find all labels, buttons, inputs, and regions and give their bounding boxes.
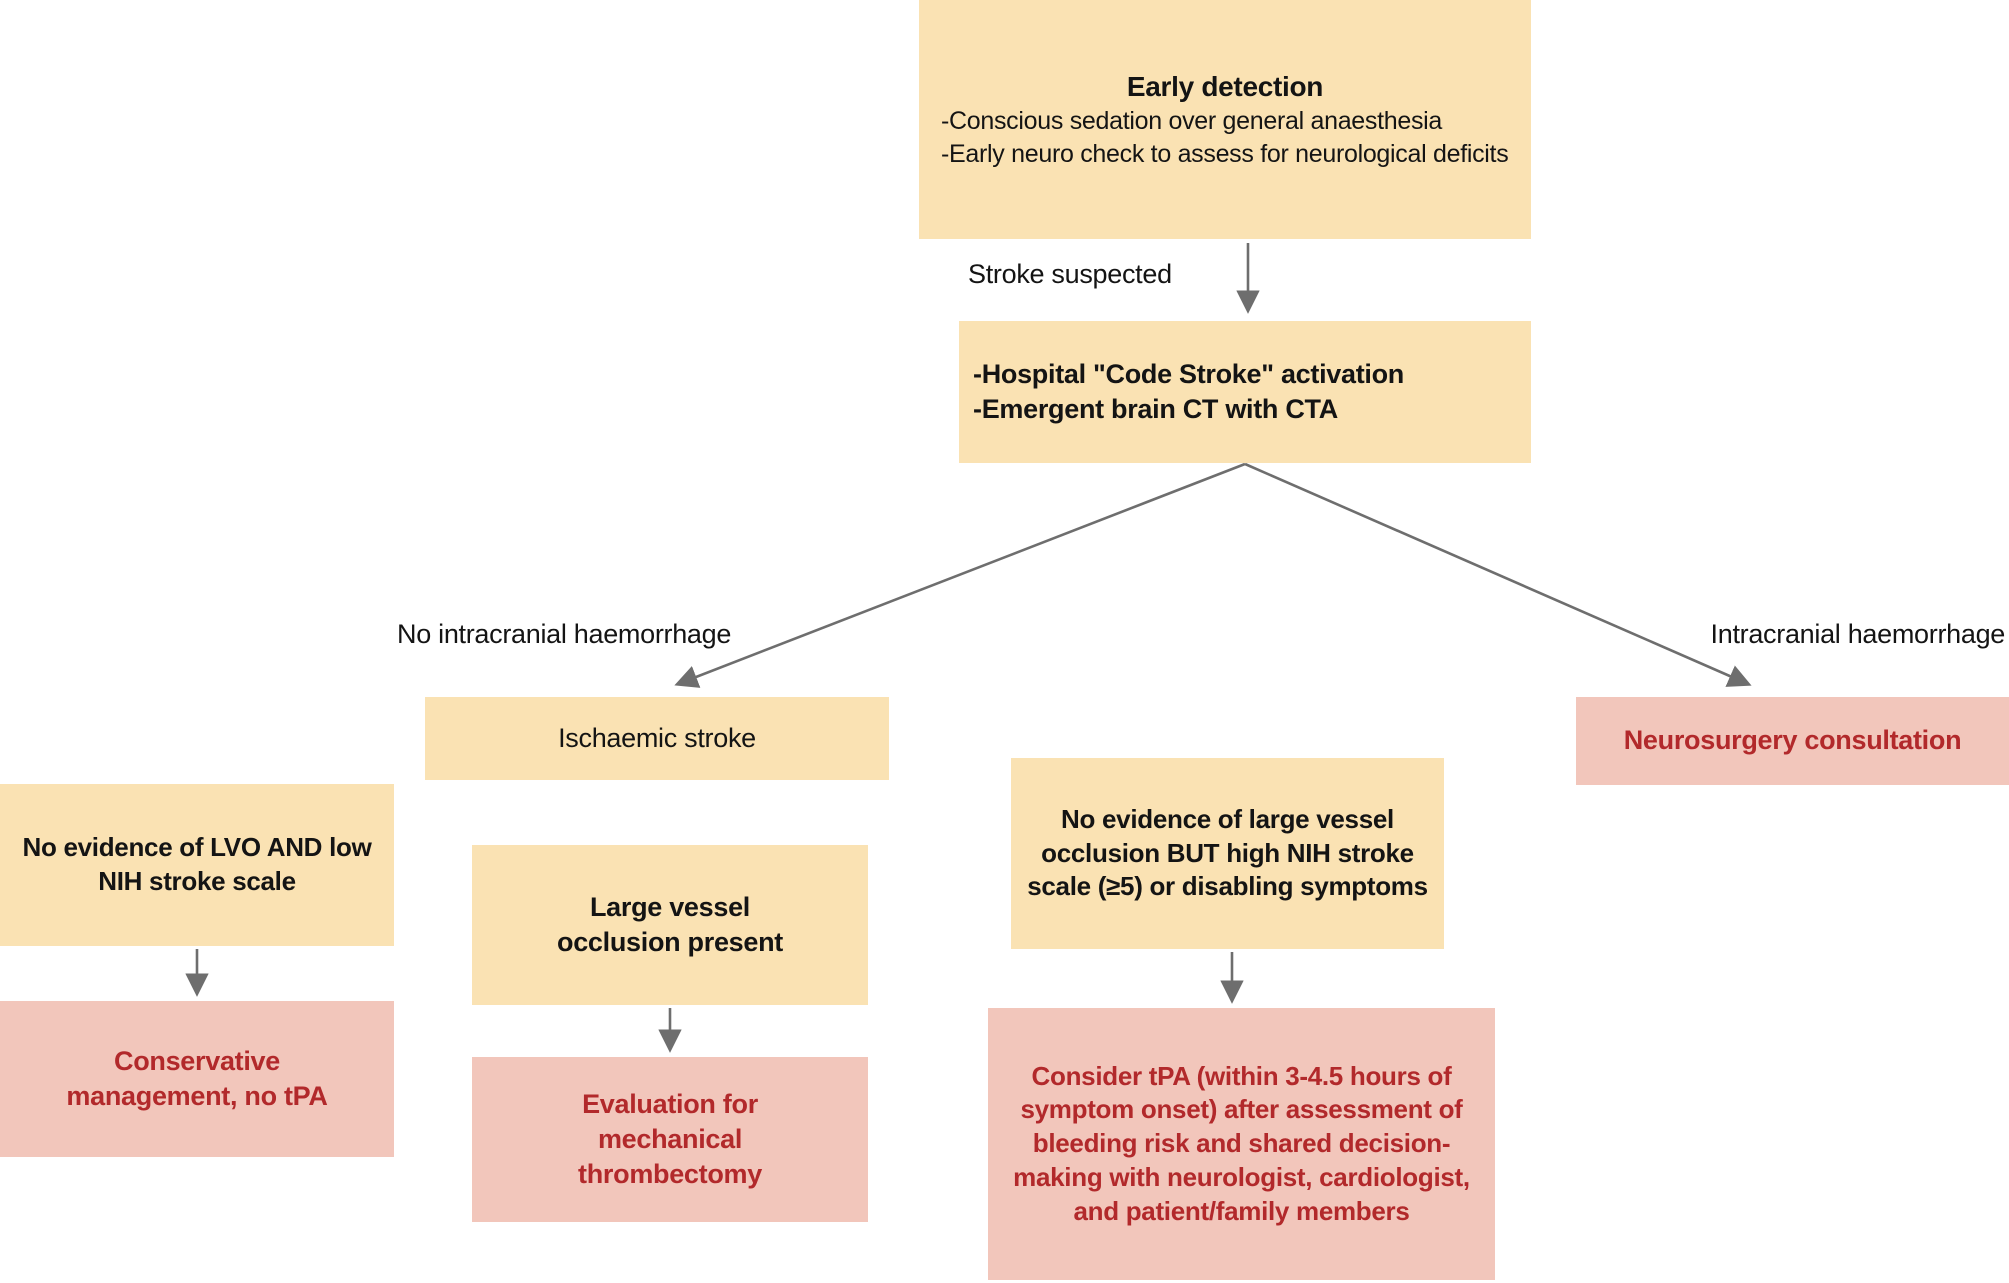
node-neurosurgery-consultation-label: Neurosurgery consultation xyxy=(1623,725,1962,756)
arrow-codestroke-to-ischaemic xyxy=(674,462,1246,688)
node-consider-tpa: Consider tPA (within 3-4.5 hours of symp… xyxy=(988,1008,1495,1280)
node-conservative-management-label: Conservative management, no tPA xyxy=(66,1045,328,1111)
node-early-detection-line: -Conscious sedation over general anaesth… xyxy=(941,107,1443,136)
arrow-codestroke-to-neurosurgery xyxy=(1244,462,1752,687)
node-lvo-present: Large vessel occlusion present xyxy=(472,845,868,1005)
node-mechanical-thrombectomy-label: Evaluation for mechanical thrombectomy xyxy=(578,1088,762,1190)
edge-label-intracranial-haemorrhage: Intracranial haemorrhage xyxy=(1710,619,2006,649)
node-no-lvo-low-nih-label: No evidence of LVO AND low NIH stroke sc… xyxy=(22,832,372,896)
node-conservative-management: Conservative management, no tPA xyxy=(0,1001,394,1157)
node-ischaemic-stroke-label: Ischaemic stroke xyxy=(558,722,756,753)
node-mechanical-thrombectomy: Evaluation for mechanical thrombectomy xyxy=(472,1057,868,1222)
node-no-lvo-high-nih: No evidence of large vessel occlusion BU… xyxy=(1011,758,1444,949)
node-code-stroke-line: -Emergent brain CT with CTA xyxy=(973,394,1338,424)
node-early-detection-line: -Early neuro check to assess for neurolo… xyxy=(941,139,1509,168)
node-early-detection: Early detection -Conscious sedation over… xyxy=(919,0,1531,239)
node-code-stroke-line: -Hospital "Code Stroke" activation xyxy=(973,358,1404,389)
node-code-stroke: -Hospital "Code Stroke" activation -Emer… xyxy=(959,321,1531,463)
node-no-lvo-high-nih-label: No evidence of large vessel occlusion BU… xyxy=(1027,803,1428,902)
node-consider-tpa-label: Consider tPA (within 3-4.5 hours of symp… xyxy=(1013,1060,1470,1226)
edge-label-stroke-suspected: Stroke suspected xyxy=(968,259,1172,289)
node-neurosurgery-consultation: Neurosurgery consultation xyxy=(1576,697,2009,785)
node-lvo-present-label: Large vessel occlusion present xyxy=(557,891,783,957)
node-ischaemic-stroke: Ischaemic stroke xyxy=(425,697,889,780)
edge-label-no-intracranial-haemorrhage: No intracranial haemorrhage xyxy=(397,619,732,649)
node-no-lvo-low-nih: No evidence of LVO AND low NIH stroke sc… xyxy=(0,784,394,946)
node-early-detection-title: Early detection xyxy=(1126,70,1324,102)
